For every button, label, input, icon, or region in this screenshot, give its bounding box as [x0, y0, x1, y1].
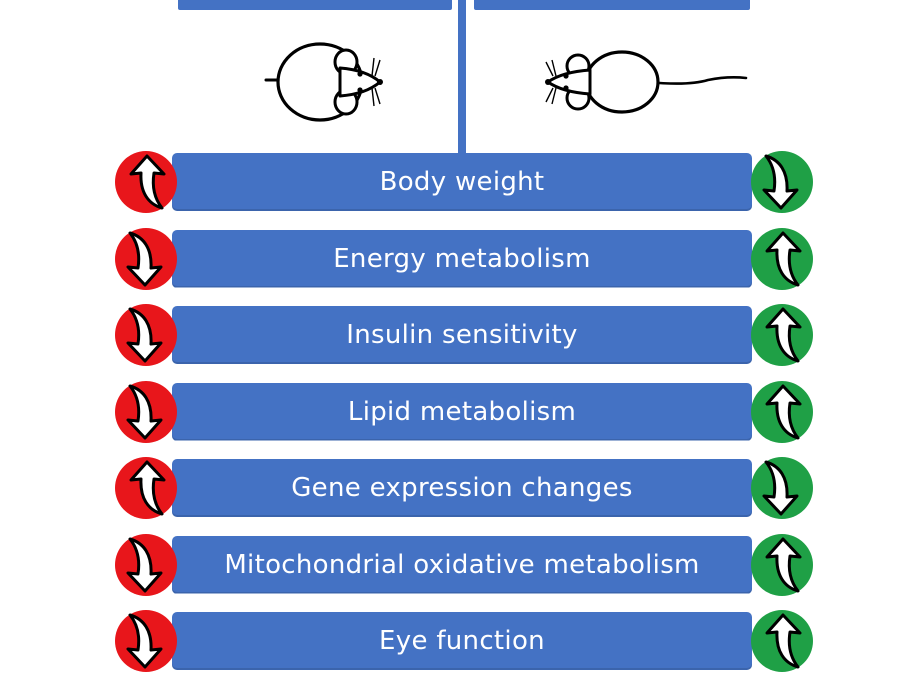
arrow-up-icon [750, 227, 814, 291]
mouse-left-icon [264, 42, 383, 122]
top-left-box [178, 0, 452, 10]
row-bar: Energy metabolism [172, 229, 752, 288]
row-item: Insulin sensitivity [114, 303, 814, 367]
arrow-down-icon [114, 380, 178, 444]
arrow-up-icon [750, 303, 814, 367]
row-item: Mitochondrial oxidative metabolism [114, 533, 814, 597]
arrow-up-icon [114, 456, 178, 520]
row-label: Lipid metabolism [347, 396, 577, 427]
arrow-up-icon [750, 533, 814, 597]
row-bar: Body weight [172, 153, 752, 211]
row-item: Energy metabolism [114, 227, 814, 291]
top-right-box [474, 0, 750, 10]
arrow-down-icon [114, 609, 178, 673]
row-bar: Eye function [172, 612, 752, 670]
arrow-down-icon [750, 150, 814, 214]
arrow-up-icon [750, 380, 814, 444]
arrow-down-icon [114, 303, 178, 367]
row-label: Eye function [379, 626, 545, 656]
row-label: Mitochondrial oxidative metabolism [224, 549, 700, 580]
row-label: Insulin sensitivity [346, 320, 578, 350]
row-bar: Lipid metabolism [172, 382, 752, 441]
mouse-right-icon [545, 50, 748, 114]
arrow-up-icon [750, 609, 814, 673]
row-bar: Insulin sensitivity [172, 306, 752, 364]
row-item: Eye function [114, 609, 814, 673]
arrow-down-icon [114, 227, 178, 291]
row-label: Gene expression changes [291, 473, 633, 503]
arrow-down-icon [114, 533, 178, 597]
row-item: Gene expression changes [114, 456, 814, 520]
row-bar: Mitochondrial oxidative metabolism [172, 535, 752, 594]
row-label: Body weight [379, 167, 545, 197]
arrow-up-icon [114, 150, 178, 214]
row-bar: Gene expression changes [172, 459, 752, 517]
row-item: Lipid metabolism [114, 380, 814, 444]
center-connector [458, 0, 466, 156]
row-label: Energy metabolism [333, 243, 591, 274]
arrow-down-icon [750, 456, 814, 520]
row-item: Body weight [114, 150, 814, 214]
